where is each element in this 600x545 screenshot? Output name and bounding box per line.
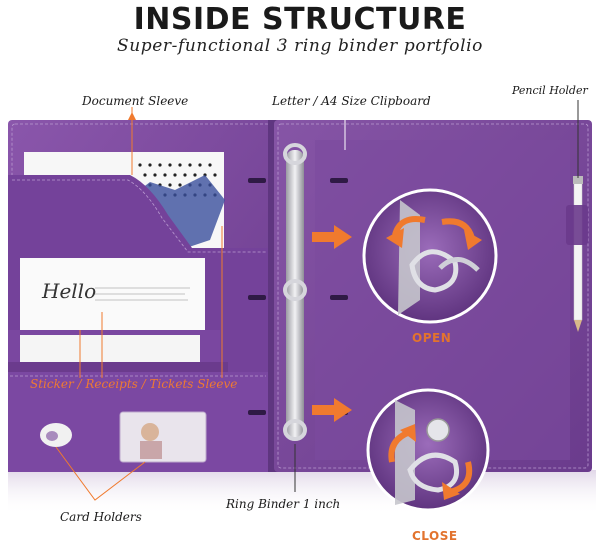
page-title: INSIDE STRUCTURE <box>133 2 467 37</box>
open-zoom-circle <box>362 188 498 324</box>
close-zoom-circle <box>366 388 490 512</box>
page-subtitle: Super-functional 3 ring binder portfolio <box>116 36 484 56</box>
status-close: CLOSE <box>412 529 458 543</box>
callout-line-card-holders <box>55 446 146 501</box>
ring-binder <box>283 143 307 441</box>
arrow-to-open <box>312 225 352 249</box>
label-ring-binder: Ring Binder 1 inch <box>226 497 341 511</box>
status-open: OPEN <box>412 331 452 345</box>
floor-reflection <box>8 470 596 515</box>
label-clipboard: Letter / A4 Size Clipboard <box>272 94 431 108</box>
label-sticker-sleeve: Sticker / Receipts / Tickets Sleeve <box>30 377 238 391</box>
arrow-to-close <box>312 398 352 422</box>
card-window <box>119 411 207 463</box>
pencil-loop <box>566 205 588 245</box>
callout-lines <box>55 100 579 501</box>
label-card-holders: Card Holders <box>60 510 142 524</box>
svg-text:Hello: Hello <box>41 279 96 303</box>
left-panel: Hello <box>8 120 278 472</box>
label-pencil-holder: Pencil Holder <box>512 84 588 97</box>
pencil <box>573 176 583 332</box>
label-document-sleeve: Document Sleeve <box>82 94 189 108</box>
